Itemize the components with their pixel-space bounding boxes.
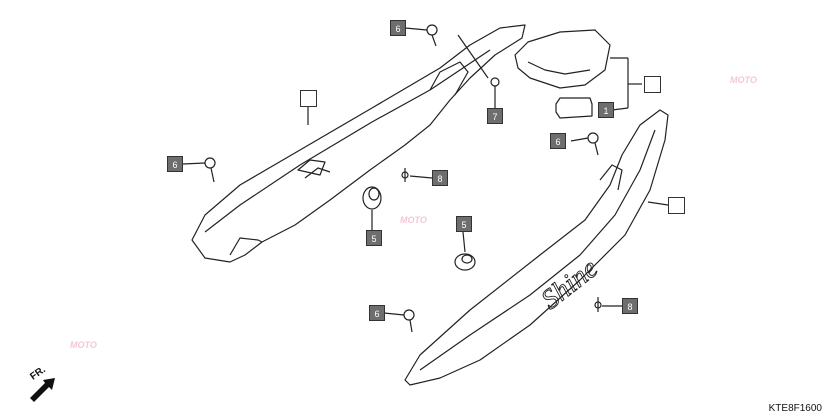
- callout-6: 6: [167, 156, 183, 172]
- callout-7: 7: [487, 108, 503, 124]
- front-arrow-icon: [30, 378, 55, 402]
- empty-ref-box-c: [668, 197, 685, 214]
- callout-8: 8: [432, 170, 448, 186]
- watermark: MOTO: [70, 340, 97, 350]
- rubber-block: [555, 97, 593, 119]
- bolt-8b: [594, 297, 602, 312]
- empty-ref-box-b: [644, 76, 661, 93]
- callout-8: 8: [622, 298, 638, 314]
- screw-6c: [204, 157, 216, 183]
- callout-6: 6: [390, 20, 406, 36]
- screw-6b: [587, 132, 599, 156]
- right-cover-tab: [599, 164, 623, 191]
- callout-6: 6: [369, 305, 385, 321]
- callout-1: 1: [598, 102, 614, 118]
- clip-7: [490, 77, 500, 87]
- tail-cap-inner: [527, 61, 591, 75]
- left-cover-notch: [229, 237, 263, 256]
- tail-cap: [514, 29, 611, 89]
- diagram-code: KTE8F1600: [768, 403, 822, 414]
- grommet-5b: [454, 253, 476, 271]
- screw-6d: [403, 309, 415, 333]
- callout-5: 5: [366, 230, 382, 246]
- empty-ref-box-a: [300, 90, 317, 107]
- left-cover-vent: [297, 159, 331, 179]
- screw-6a: [426, 24, 438, 47]
- watermark: MOTO: [400, 215, 427, 225]
- right-cover-inner: [419, 129, 656, 371]
- left-cover-inner: [204, 49, 491, 233]
- left-cover-grab: [429, 61, 469, 96]
- callout-6: 6: [550, 133, 566, 149]
- callout-5: 5: [456, 216, 472, 232]
- watermark: MOTO: [730, 75, 757, 85]
- grommet-5a: [362, 186, 382, 210]
- bolt-8a: [401, 168, 409, 182]
- left-side-cover: [191, 24, 526, 263]
- right-side-cover: [404, 109, 669, 386]
- logo-mark: Shine: [536, 253, 604, 316]
